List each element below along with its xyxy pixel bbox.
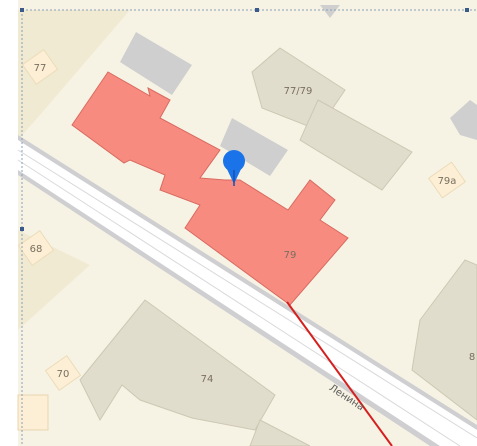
label-70: 70 (57, 369, 70, 380)
label-68: 68 (30, 244, 43, 255)
badge-77[interactable]: 77 (21, 49, 59, 85)
building-79-highlighted[interactable] (71, 71, 349, 306)
frame-handle-top-right[interactable] (465, 8, 469, 12)
garage-top-right (320, 5, 340, 18)
building-77-79-wing (299, 99, 413, 191)
map-pin-icon[interactable] (223, 150, 245, 186)
frame-margin (0, 0, 18, 446)
building-bottom (249, 419, 311, 446)
selection-frame (21, 9, 477, 446)
label-77-79: 77/79 (284, 86, 313, 97)
frame-handle-left[interactable] (20, 227, 24, 231)
frame-handle-top-left[interactable] (20, 8, 24, 12)
building-8 (411, 259, 477, 421)
building-corner (17, 394, 49, 431)
label-77: 77 (34, 63, 47, 74)
building-74 (79, 299, 276, 431)
label-8: 8 (469, 352, 475, 363)
garage-right (450, 100, 477, 140)
route-line (286, 301, 393, 446)
badge-70[interactable]: 70 (44, 355, 82, 391)
label-74: 74 (201, 374, 214, 385)
label-79a: 79а (438, 176, 457, 187)
frame-handle-top[interactable] (255, 8, 259, 12)
garage-top (120, 32, 192, 95)
badge-68[interactable]: 68 (17, 230, 55, 266)
road-lenina (17, 135, 477, 446)
badge-79a[interactable]: 79а (427, 161, 467, 199)
yard-area (18, 10, 130, 140)
label-79: 79 (284, 250, 297, 261)
garage-middle (220, 118, 288, 176)
